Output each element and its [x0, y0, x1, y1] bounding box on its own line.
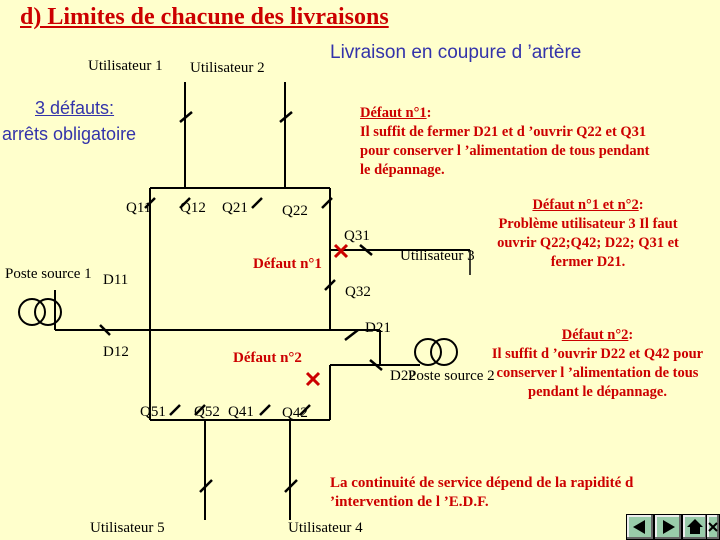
note-defaut2: Défaut n°2: Il suffit d ’ouvrir D22 et Q… — [491, 327, 704, 400]
home-button[interactable] — [682, 514, 708, 540]
label-q32: Q32 — [345, 284, 371, 300]
label-d12: D12 — [103, 344, 129, 360]
label-q12: Q12 — [180, 200, 206, 216]
home-icon — [687, 519, 703, 534]
label-d11: D11 — [103, 272, 129, 288]
label-d22: D22 — [390, 368, 416, 384]
note-defaut1-and-2: Défaut n°1 et n°2: Problème utilisateur … — [497, 197, 679, 270]
label-user1: Utilisateur 1 — [88, 58, 163, 74]
switch-q51-icon — [169, 404, 181, 416]
switch-d21-icon — [344, 329, 359, 341]
page-subtitle: Livraison en coupure d ’artère — [330, 42, 582, 63]
close-button[interactable] — [706, 514, 720, 540]
label-user2: Utilisateur 2 — [190, 60, 265, 76]
switch-d11-icon — [99, 324, 111, 336]
fault1-marker-label: Défaut n°1 — [253, 256, 322, 272]
label-user3: Utilisateur 3 — [400, 248, 475, 264]
switch-q31-icon — [359, 244, 373, 256]
fault2-marker-label: Défaut n°2 — [233, 350, 302, 366]
switch-user5-icon — [199, 479, 213, 493]
label-q22: Q22 — [282, 203, 308, 219]
faults-subheading: arrêts obligatoire — [2, 124, 137, 144]
conclusion-text: La continuité de service dépend de la ra… — [330, 475, 634, 510]
close-icon — [708, 522, 718, 532]
faults-heading: 3 défauts: — [35, 98, 115, 118]
fault1-cross-icon — [333, 243, 349, 259]
switch-q12-icon — [179, 197, 191, 209]
label-q21: Q21 — [222, 200, 248, 216]
switch-q41-icon — [259, 404, 271, 416]
label-user5: Utilisateur 5 — [90, 520, 165, 536]
switch-q22-icon — [321, 197, 333, 209]
switch-q52-icon — [194, 404, 206, 416]
label-q41: Q41 — [228, 404, 254, 420]
switch-q42-icon — [299, 404, 311, 416]
switch-d22-icon — [369, 359, 383, 371]
label-q31: Q31 — [344, 228, 370, 244]
label-d21: D21 — [365, 320, 391, 336]
arrow-right-icon — [663, 520, 675, 534]
next-button[interactable] — [654, 514, 682, 540]
switch-q11-icon — [144, 197, 156, 209]
switch-q32-icon — [324, 279, 336, 291]
label-q52: Q52 — [194, 404, 220, 420]
note-defaut1: Défaut n°1: Il suffit de fermer D21 et d… — [360, 105, 650, 178]
switch-user4-icon — [284, 479, 298, 493]
label-source2: Poste source 2 — [408, 368, 495, 384]
switch-q21-icon — [251, 197, 263, 209]
arrow-left-icon — [633, 520, 645, 534]
prev-button[interactable] — [626, 514, 654, 540]
label-user4: Utilisateur 4 — [288, 520, 363, 536]
switch-user1-icon — [179, 111, 193, 123]
switch-user2-icon — [279, 111, 293, 123]
transformer-source2-icon — [414, 338, 458, 366]
label-q51: Q51 — [140, 404, 166, 420]
page-title: d) Limites de chacune des livraisons — [20, 4, 389, 30]
label-q11: Q11 — [126, 200, 152, 216]
label-q42: Q42 — [282, 405, 308, 421]
label-source1: Poste source 1 — [5, 266, 92, 282]
transformer-source1-icon — [18, 298, 62, 326]
fault2-cross-icon — [305, 371, 321, 387]
